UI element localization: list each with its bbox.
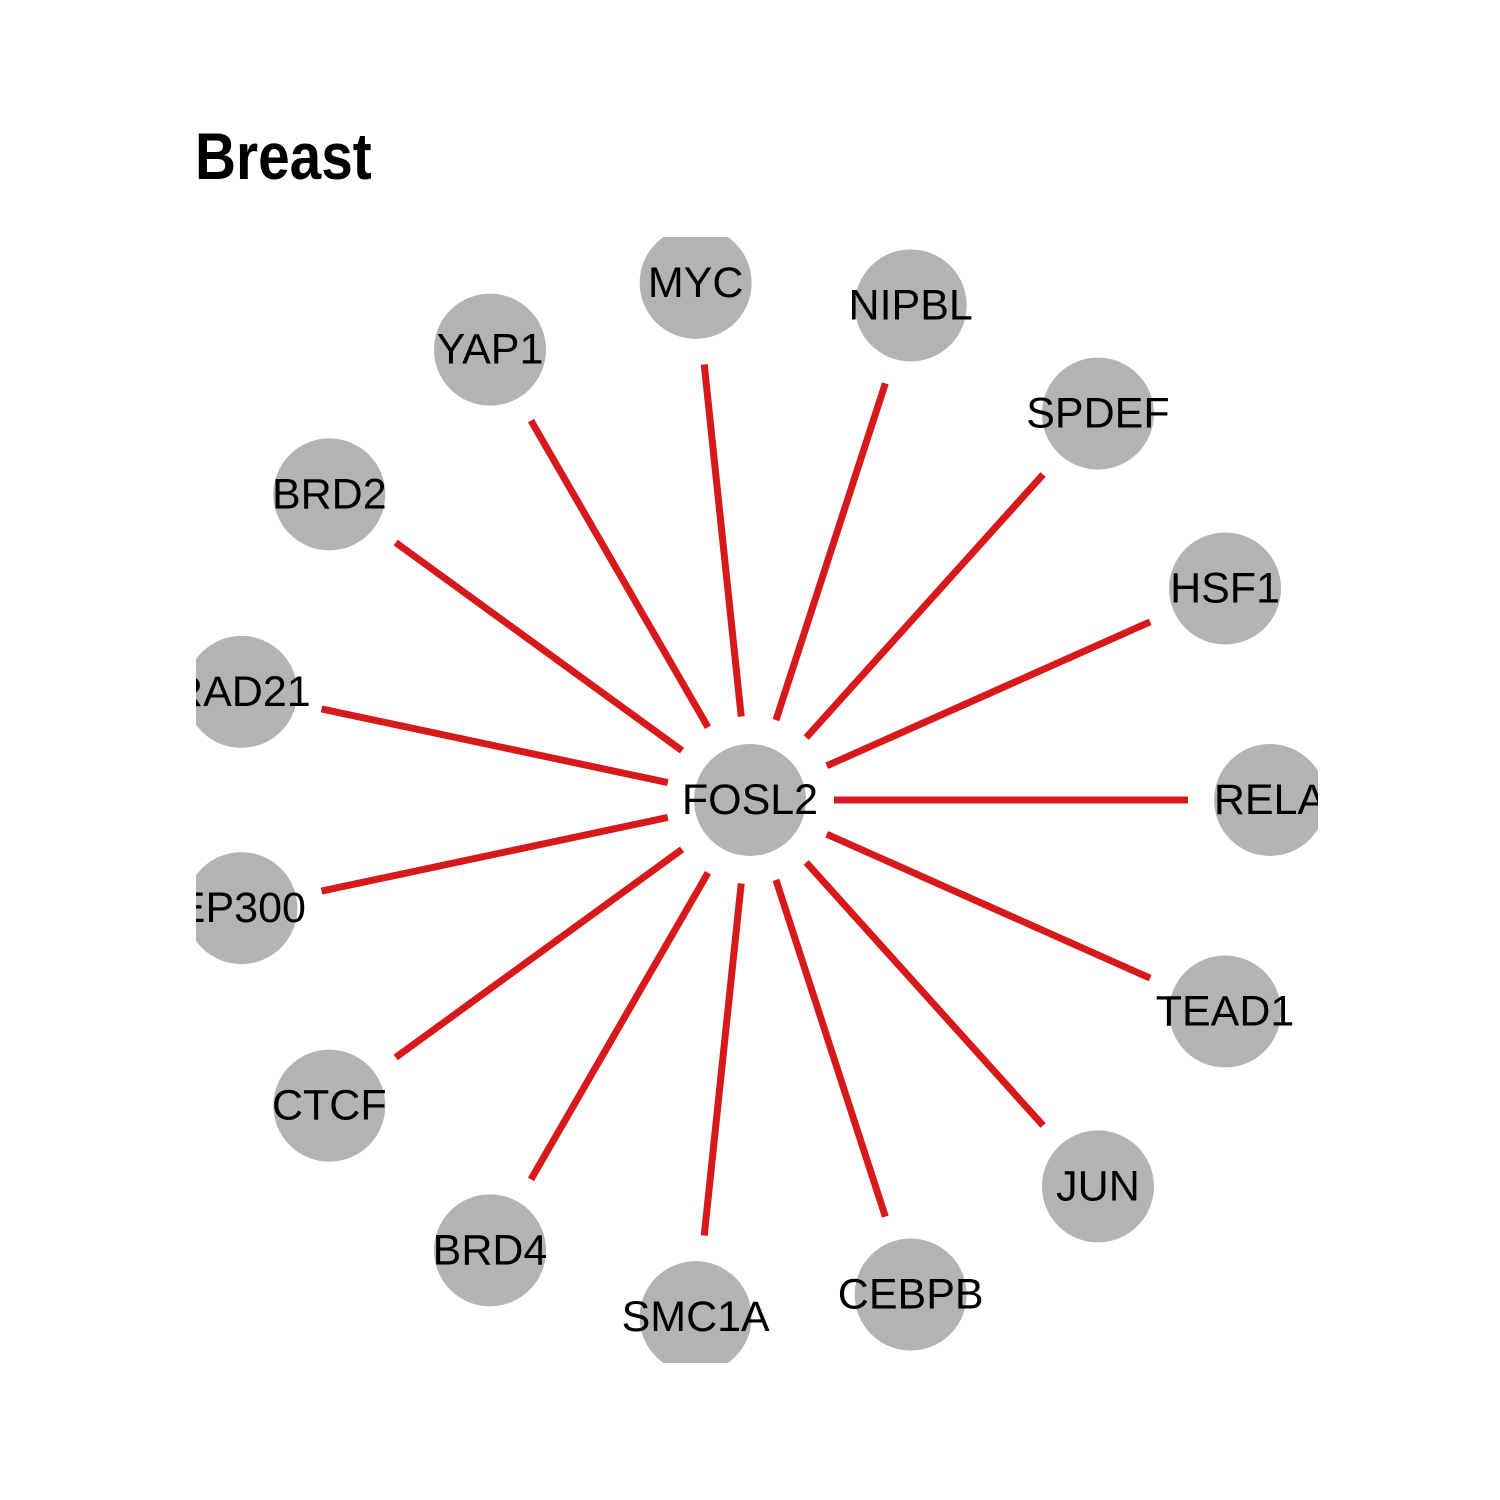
node-label: MYC xyxy=(648,259,744,307)
node-label: CTCF xyxy=(272,1082,387,1130)
edge-fosl2-tead1 xyxy=(825,830,1152,982)
node-jun: JUN xyxy=(1041,1130,1154,1243)
node-circle xyxy=(1169,955,1282,1068)
edge-fosl2-jun xyxy=(803,860,1046,1128)
node-brd4: BRD4 xyxy=(433,1194,548,1307)
graph-title: Breast xyxy=(195,119,372,193)
node-myc: MYC xyxy=(639,237,752,339)
node-label: EP300 xyxy=(177,884,306,932)
node-circle xyxy=(639,1261,752,1363)
edge-fosl2-rad21 xyxy=(320,705,669,786)
node-nipbl: NIPBL xyxy=(849,249,973,362)
edge-fosl2-brd4 xyxy=(527,870,712,1182)
edges-group xyxy=(320,364,1188,1236)
node-circle xyxy=(1214,744,1318,856)
node-cebpb: CEBPB xyxy=(838,1238,984,1351)
edge-fosl2-smc1a xyxy=(700,883,745,1236)
edge-fosl2-ctcf xyxy=(393,846,685,1061)
node-yap1: YAP1 xyxy=(434,293,546,406)
node-circle xyxy=(1041,1130,1154,1243)
node-circle xyxy=(434,293,546,406)
edge-fosl2-myc xyxy=(700,364,745,717)
node-label: YAP1 xyxy=(437,326,544,374)
node-circle xyxy=(694,744,806,856)
node-circle xyxy=(196,635,298,748)
node-circle xyxy=(1169,532,1282,645)
node-label: RAD21 xyxy=(172,668,311,716)
edge-fosl2-yap1 xyxy=(527,418,712,730)
edge-fosl2-ep300 xyxy=(320,814,669,895)
edge-fosl2-nipbl xyxy=(772,382,889,722)
node-label: RELA xyxy=(1214,776,1327,824)
node-rad21: RAD21 xyxy=(172,635,311,748)
node-label: JUN xyxy=(1056,1162,1140,1210)
node-circle xyxy=(273,1049,386,1162)
edge-fosl2-hsf1 xyxy=(825,618,1152,770)
node-circle xyxy=(434,1194,546,1307)
edge-fosl2-cebpb xyxy=(772,878,889,1218)
node-brd2: BRD2 xyxy=(272,438,387,551)
node-label: TEAD1 xyxy=(1156,988,1295,1036)
node-rela: RELA xyxy=(1214,744,1327,856)
node-ctcf: CTCF xyxy=(272,1049,387,1162)
node-circle xyxy=(639,237,752,339)
node-label: BRD4 xyxy=(433,1226,548,1274)
node-smc1a: SMC1A xyxy=(622,1261,770,1363)
node-circle xyxy=(1041,357,1154,470)
node-label: SMC1A xyxy=(622,1293,770,1341)
node-tead1: TEAD1 xyxy=(1156,955,1295,1068)
node-circle xyxy=(273,438,386,551)
node-fosl2: FOSL2 xyxy=(682,744,818,856)
node-label: FOSL2 xyxy=(682,776,818,824)
node-label: SPDEF xyxy=(1026,390,1169,438)
node-circle xyxy=(196,852,298,965)
node-label: HSF1 xyxy=(1170,564,1280,612)
edge-fosl2-spdef xyxy=(803,472,1046,740)
node-label: CEBPB xyxy=(838,1271,984,1319)
edge-fosl2-brd2 xyxy=(393,539,685,754)
node-spdef: SPDEF xyxy=(1026,357,1170,470)
node-circle xyxy=(854,1238,967,1351)
node-label: BRD2 xyxy=(272,470,387,518)
node-circle xyxy=(854,249,967,362)
node-ep300: EP300 xyxy=(177,852,306,965)
node-hsf1: HSF1 xyxy=(1169,532,1282,645)
node-label: NIPBL xyxy=(849,281,973,329)
